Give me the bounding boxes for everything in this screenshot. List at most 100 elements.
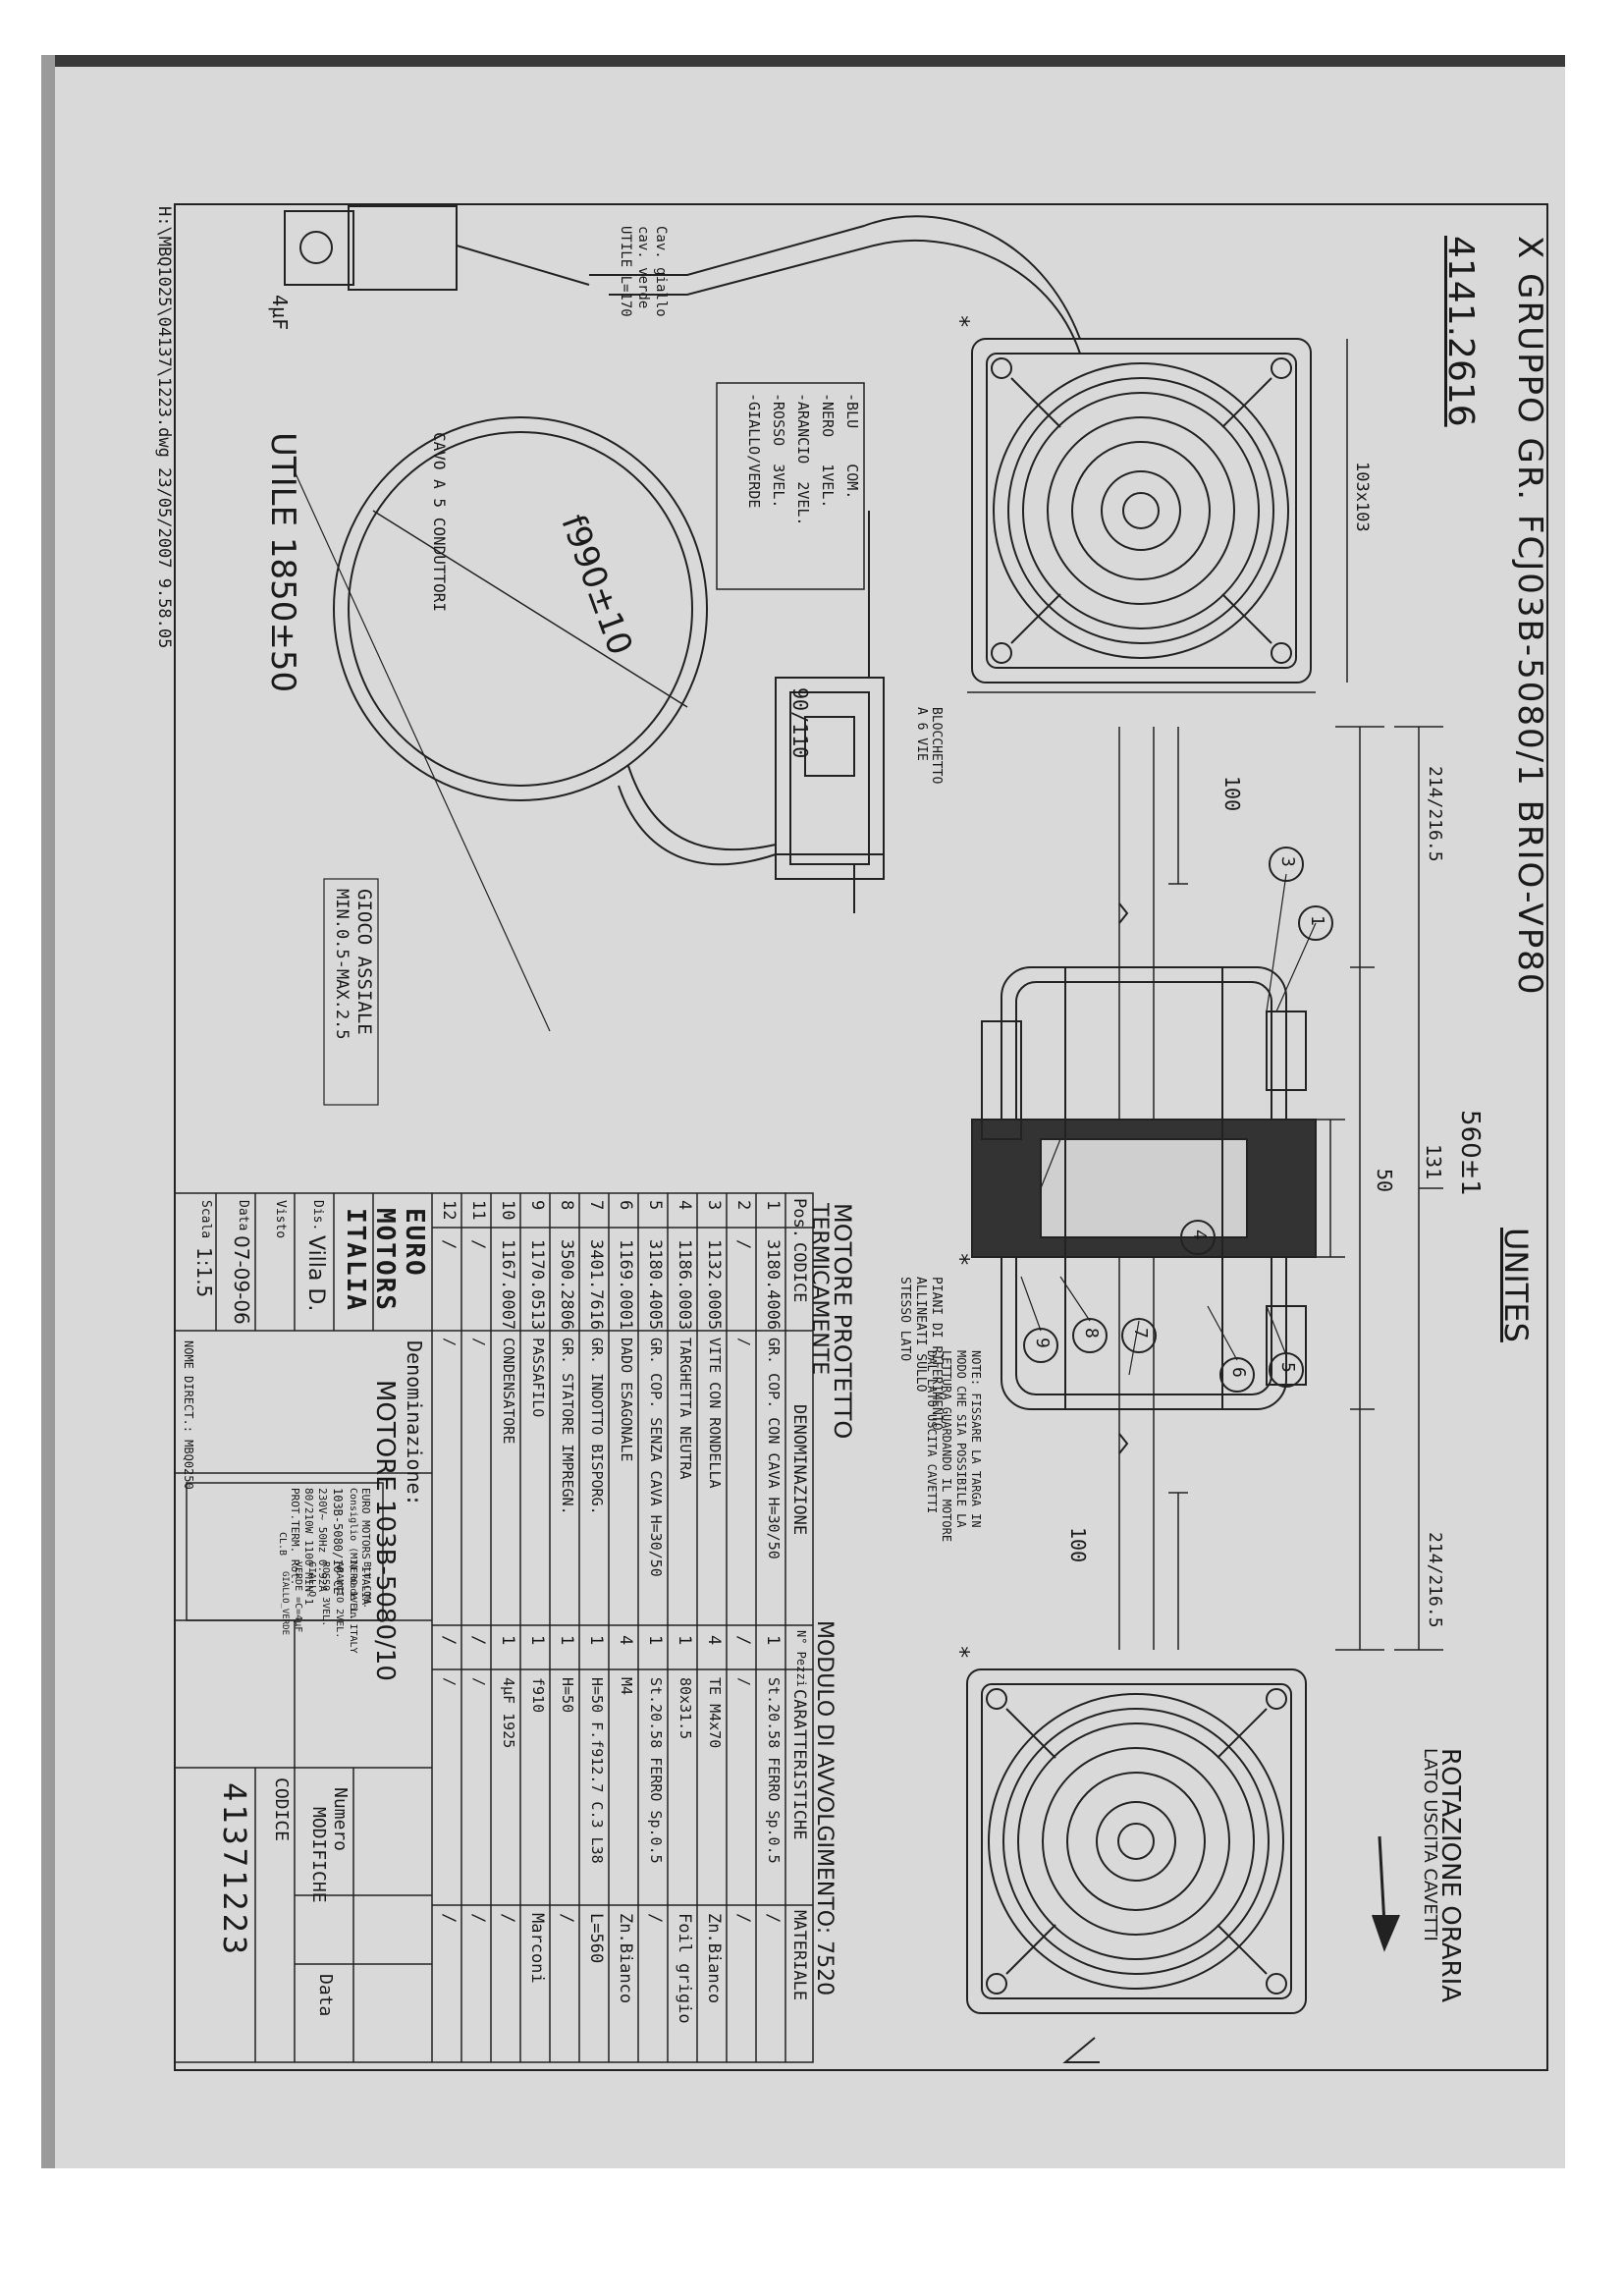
bom-cell-code: 1167.0007	[498, 1239, 517, 1331]
bom-cell-denom: GR. COP. CON CAVA H=30/50	[765, 1338, 783, 1559]
bom-cell-denom: TARGHETTA NEUTRA	[676, 1338, 694, 1480]
wire-rosso: -ROSSO 3VEL.	[770, 393, 787, 509]
directory-name: NOME DIRECT.: MBQ0250	[182, 1340, 195, 1490]
bom-cell-char: St.20.58 FERRO Sp.0.5	[765, 1677, 783, 1864]
dim-shaft-right: 100	[1066, 1527, 1090, 1563]
bom-header-pos: Pos.	[789, 1198, 809, 1238]
company-logo-euro: EURO	[400, 1208, 429, 1278]
bom-cell-pos: 9	[527, 1200, 547, 1211]
bom-winding: MODULO DI AVVOLGIMENTO: 7520	[812, 1620, 837, 1996]
bom-header-qty: N° Pezzi	[794, 1630, 808, 1687]
bom-cell-material: Foil grigio	[675, 1913, 694, 2024]
bom-cell-qty: 4	[704, 1635, 724, 1646]
capacitor	[284, 205, 590, 291]
bom-cell-pos: 7	[586, 1200, 606, 1211]
dim-cable-useful: UTILE 1850±50	[263, 432, 302, 693]
bom-cell-qty: 1	[675, 1635, 694, 1646]
asterisk-mark-top: *	[947, 314, 974, 329]
bom-cell-pos: 4	[675, 1200, 694, 1211]
callout-3: 3	[1277, 856, 1298, 867]
callout-8: 8	[1081, 1328, 1102, 1339]
group-code: 4141.2616	[1440, 236, 1481, 427]
asterisk-mark-bottom: *	[947, 1645, 974, 1660]
date2-label: Data	[315, 1974, 336, 2017]
note-axial-play-1: GIOCO ASSIALE	[353, 889, 375, 1035]
code-label: CODICE	[271, 1777, 292, 1842]
bom-cell-pos: 6	[616, 1200, 635, 1211]
bom-cell-qty: /	[468, 1635, 488, 1646]
plate-line-7: CL.B	[277, 1532, 288, 1557]
drawn-label: Dis.	[310, 1200, 325, 1231]
bom-title-2: TERMICAMENTE	[807, 1203, 832, 1376]
dimension-lines	[1168, 726, 1443, 1651]
bom-grid	[174, 1192, 814, 2063]
bom-cell-qty: 4	[616, 1635, 635, 1646]
dim-connector-span: 90/110	[788, 687, 812, 759]
plate-wire-5: GIALLO	[306, 1561, 317, 1598]
bom-cell-material: /	[439, 1913, 459, 1924]
note-rotation-2: LATO USCITA CAVETTI	[1420, 1748, 1440, 1941]
bom-cell-code: 3500.2806	[557, 1239, 576, 1331]
bom-cell-char: H=50 F.f912.7 C.3 L38	[588, 1677, 606, 1864]
bom-cell-char: St.20.58 FERRO Sp.0.5	[647, 1677, 665, 1864]
callout-circles	[1023, 847, 1333, 1393]
note-plate-2: MODO CHE SIA POSSIBILE LA	[954, 1350, 968, 1528]
bom-cell-denom: /	[441, 1338, 459, 1347]
note-reference-3: STESSO LATO	[897, 1277, 912, 1362]
note-ground-wire-3: UTILE L=170	[618, 226, 633, 317]
bom-cell-pos: 8	[557, 1200, 576, 1211]
bom-cell-qty: 1	[498, 1635, 517, 1646]
callout-5: 5	[1277, 1362, 1298, 1373]
bom-cell-material: L=560	[586, 1913, 606, 1964]
plate-wire-7: GIALLO_VERDE	[280, 1571, 290, 1636]
bom-cell-code: 3180.4005	[645, 1239, 665, 1331]
cable-coil	[333, 215, 1081, 866]
date-value: 07-09-06	[230, 1235, 253, 1325]
bom-cell-code: /	[468, 1239, 488, 1250]
bom-cell-denom: GR. COP. SENZA CAVA H=30/50	[647, 1338, 665, 1577]
scale-value: 1:1.5	[192, 1247, 216, 1298]
note-connector-1: BLOCCHETTO	[929, 707, 944, 785]
bom-header-char: CARATTERISTICHE	[789, 1689, 809, 1840]
bom-cell-pos: 11	[468, 1200, 488, 1221]
note-rotation-1: ROTAZIONE ORARIA	[1435, 1748, 1465, 2003]
note-plate-1: NOTE: FISSARE LA TARGA IN	[969, 1350, 983, 1528]
bom-cell-pos: 1	[763, 1200, 783, 1211]
wire-arancio: -ARANCIO 2VEL.	[794, 393, 812, 526]
bom-title-1: MOTORE PROTETTO	[829, 1203, 856, 1440]
bom-cell-qty: 1	[527, 1635, 547, 1646]
bom-cell-char: H=50	[559, 1677, 576, 1714]
bom-header-code: CODICE	[789, 1242, 809, 1303]
note-cable: CAVO A 5 CONDUTTORI	[430, 432, 449, 613]
note-ground-wire-1: Cav. giallo	[653, 226, 669, 317]
bom-cell-material: Zn.Bianco	[704, 1913, 724, 2004]
callout-7: 7	[1130, 1328, 1151, 1339]
callout-1: 1	[1307, 915, 1327, 926]
bom-cell-code: 1170.0513	[527, 1239, 547, 1331]
connector-block	[775, 511, 885, 913]
asterisk-mark-middle: *	[947, 1252, 974, 1267]
bom-cell-char: 80x31.5	[676, 1677, 694, 1740]
group-line: X GRUPPO GR. FCJ03B-5080/1 BRIO-VP80	[1510, 236, 1549, 997]
note-axial-play-2: MIN.0.5-MAX.2.5	[332, 889, 352, 1040]
bom-cell-qty: /	[733, 1635, 753, 1646]
denomination-label: Denominazione:	[403, 1340, 426, 1506]
callout-9: 9	[1032, 1338, 1053, 1348]
bom-cell-pos: 10	[498, 1200, 517, 1221]
bom-cell-qty: 1	[586, 1635, 606, 1646]
bom-header-denom: DENOMINAZIONE	[789, 1404, 809, 1536]
note-capacitor: 4µF	[268, 295, 292, 331]
bom-cell-material: /	[733, 1913, 753, 1924]
unites-label: UNITES	[1497, 1228, 1535, 1342]
bom-cell-denom: VITE CON RONDELLA	[706, 1338, 724, 1489]
bom-cell-char: /	[470, 1677, 488, 1687]
bom-cell-code: 1186.0003	[675, 1239, 694, 1331]
bom-cell-code: /	[439, 1239, 459, 1250]
motor-flange-view-bottom	[966, 1668, 1400, 2063]
denomination-value: MOTORE 103B-5080/10	[370, 1380, 400, 1681]
plate-wire-4: ROSSO 3VEL.	[320, 1561, 331, 1627]
bom-cell-pos: 5	[645, 1200, 665, 1211]
plate-wire-6: VERDE =C=4µF	[293, 1561, 303, 1633]
plate-wire-2: NERO 1VEL.	[348, 1561, 358, 1621]
bom-cell-denom: /	[470, 1338, 488, 1347]
